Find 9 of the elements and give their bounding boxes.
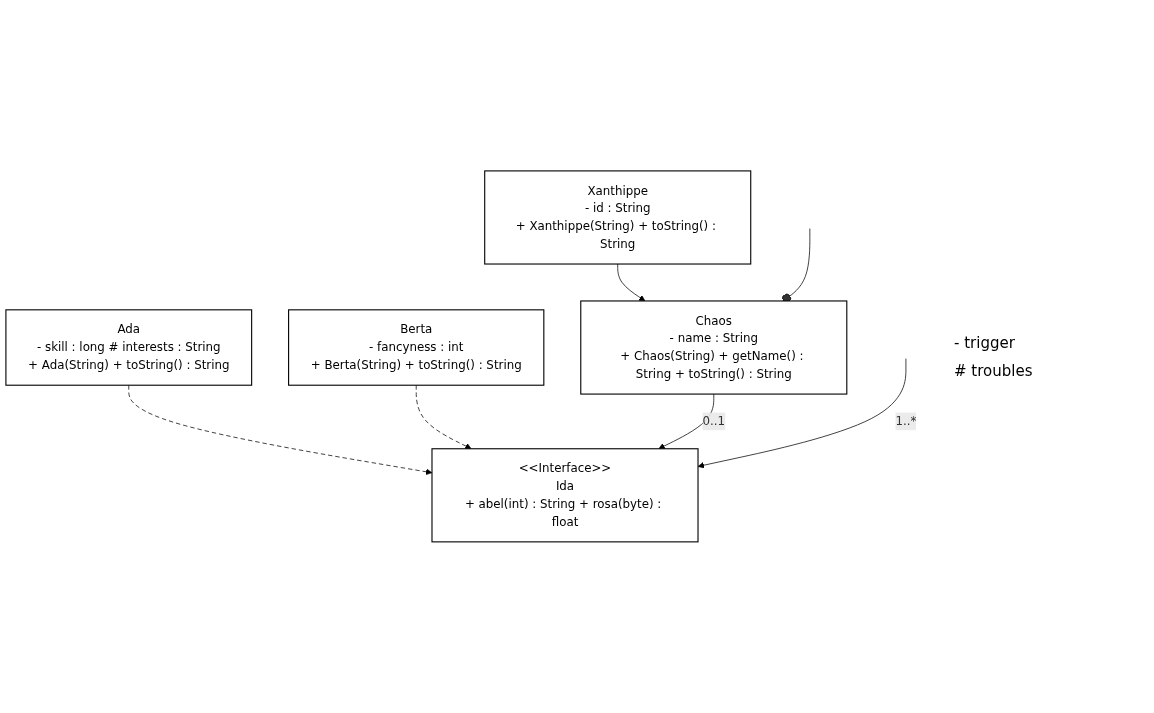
node-box: Ada - skill : long # interests : String + Ada(String) + toString() : String [5,309,253,386]
node-box: Berta - fancyness : int + Berta(String) + toString() : String [288,309,545,386]
node-box: Xanthippe - id : String + Xanthippe(String) + toString() : String [484,170,752,265]
edge-label: 1..* [895,414,917,429]
association-end-label: # troubles [954,361,1034,380]
association-end-label: - trigger [954,333,1016,352]
node-box: Chaos - name : String + Chaos(String) + getName() : String + toString() : String [580,300,848,395]
node-box: <<Interface>> Ida + abel(int) : String + rosa(byte) : float [431,448,699,543]
edge-label: 0..1 [702,414,726,429]
